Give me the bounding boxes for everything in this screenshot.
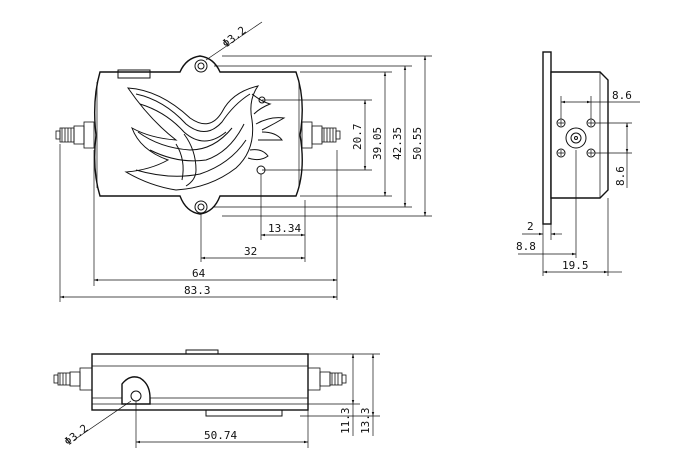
bottom-tab bbox=[205, 409, 283, 417]
label-tab bbox=[117, 69, 151, 79]
side-flange bbox=[542, 51, 552, 225]
dim-side-8-8: 8.8 bbox=[516, 240, 536, 253]
bird-logo-icon bbox=[124, 85, 286, 191]
bottom-view: Φ3.2 50.74 11.3 13.3 bbox=[53, 349, 380, 449]
bottom-sma-left bbox=[53, 367, 93, 391]
dim-50-55: 50.55 bbox=[411, 127, 424, 160]
side-connector-outer bbox=[565, 127, 587, 149]
bottom-mount-ear bbox=[121, 376, 151, 405]
dim-side-19-5: 19.5 bbox=[562, 259, 589, 272]
dim-42-35: 42.35 bbox=[391, 127, 404, 160]
front-view: Φ3.2 20.7 39.05 42.35 50.55 bbox=[55, 21, 432, 302]
dim-side-8-6-h: 8.6 bbox=[612, 89, 632, 102]
bottom-hole-dia-label: Φ3.2 bbox=[62, 422, 91, 449]
dim-side-2: 2 bbox=[527, 220, 534, 233]
dim-83-3: 83.3 bbox=[184, 284, 211, 297]
bottom-tab-top bbox=[185, 349, 219, 355]
bottom-sma-right bbox=[307, 367, 347, 391]
dim-11-3: 11.3 bbox=[339, 408, 352, 435]
mount-hole-top bbox=[194, 59, 208, 73]
dim-32: 32 bbox=[244, 245, 257, 258]
dim-64: 64 bbox=[192, 267, 206, 280]
front-horizontal-dims: 13.34 32 64 83.3 bbox=[59, 144, 338, 302]
sma-connector-right bbox=[301, 121, 341, 149]
dim-50-74: 50.74 bbox=[204, 429, 237, 442]
dim-39-05: 39.05 bbox=[371, 127, 384, 160]
front-body-outline bbox=[93, 55, 303, 215]
dim-20-7: 20.7 bbox=[351, 124, 364, 151]
front-vertical-dims: 20.7 39.05 42.35 50.55 bbox=[214, 55, 432, 217]
front-hole-dia-label: Φ3.2 bbox=[220, 24, 249, 51]
dim-side-8-6-v: 8.6 bbox=[614, 166, 627, 186]
sma-connector-left bbox=[55, 121, 95, 149]
dim-13-34: 13.34 bbox=[268, 222, 301, 235]
dim-13-3: 13.3 bbox=[359, 408, 372, 435]
side-view: 8.6 8.6 2 8.8 19.5 bbox=[516, 51, 640, 276]
